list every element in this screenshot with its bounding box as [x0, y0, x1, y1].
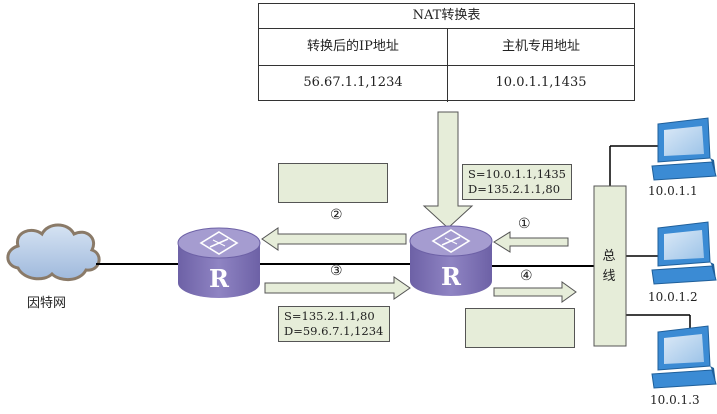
step-2-label: ② [330, 207, 343, 223]
nat-table-header-private: 主机专用地址 [501, 39, 580, 54]
bus-bar [593, 185, 627, 347]
step-1-label: ① [518, 216, 531, 232]
router-nat-symbol: R [441, 262, 462, 291]
router-left-symbol: R [209, 264, 230, 293]
host-1-ip: 10.0.1.1 [648, 184, 698, 198]
step-4-label: ④ [520, 268, 533, 284]
packet-external-dst: D=59.6.7.1,1234 [284, 324, 384, 338]
nat-table-header-translated: 转换后的IP地址 [307, 39, 399, 54]
packet-external-src: S=135.2.1.1,80 [284, 309, 375, 323]
bus-label-char-1: 总 [602, 249, 616, 264]
nat-lookup-arrow [422, 111, 474, 229]
arrow-step-4 [493, 281, 577, 303]
nat-table-cell-private: 10.0.1.1,1435 [495, 75, 587, 90]
bus-label-char-2: 线 [602, 269, 616, 284]
nat-table-title: NAT转换表 [259, 4, 634, 29]
arrow-step-2 [261, 227, 407, 251]
computer-2-icon [651, 221, 717, 285]
step-3-label: ③ [330, 263, 343, 279]
arrow-step-3 [264, 276, 411, 300]
arrow-step-1 [493, 231, 569, 253]
internet-label: 因特网 [27, 296, 67, 311]
packet-internal-dst: D=135.2.1.1,80 [468, 182, 561, 196]
packet-internal-src: S=10.0.1.1,1435 [468, 167, 566, 181]
host-3-ip: 10.0.1.3 [650, 393, 700, 407]
host-2-ip: 10.0.1.2 [648, 290, 698, 304]
internet-cloud-icon [6, 223, 101, 281]
packet-box-empty-top [278, 163, 388, 203]
computer-1-icon [651, 117, 717, 181]
router-nat-icon: R [409, 225, 493, 296]
router-left-icon: R [177, 227, 261, 298]
nat-table: NAT转换表 转换后的IP地址 主机专用地址 56.67.1.1,1234 10… [258, 3, 635, 102]
packet-box-empty-bottom [465, 308, 575, 348]
packet-box-internal: S=10.0.1.1,1435 D=135.2.1.1,80 [462, 164, 572, 200]
packet-box-external: S=135.2.1.1,80 D=59.6.7.1,1234 [278, 306, 390, 342]
computer-3-icon [651, 325, 717, 389]
nat-table-cell-translated: 56.67.1.1,1234 [303, 75, 403, 90]
